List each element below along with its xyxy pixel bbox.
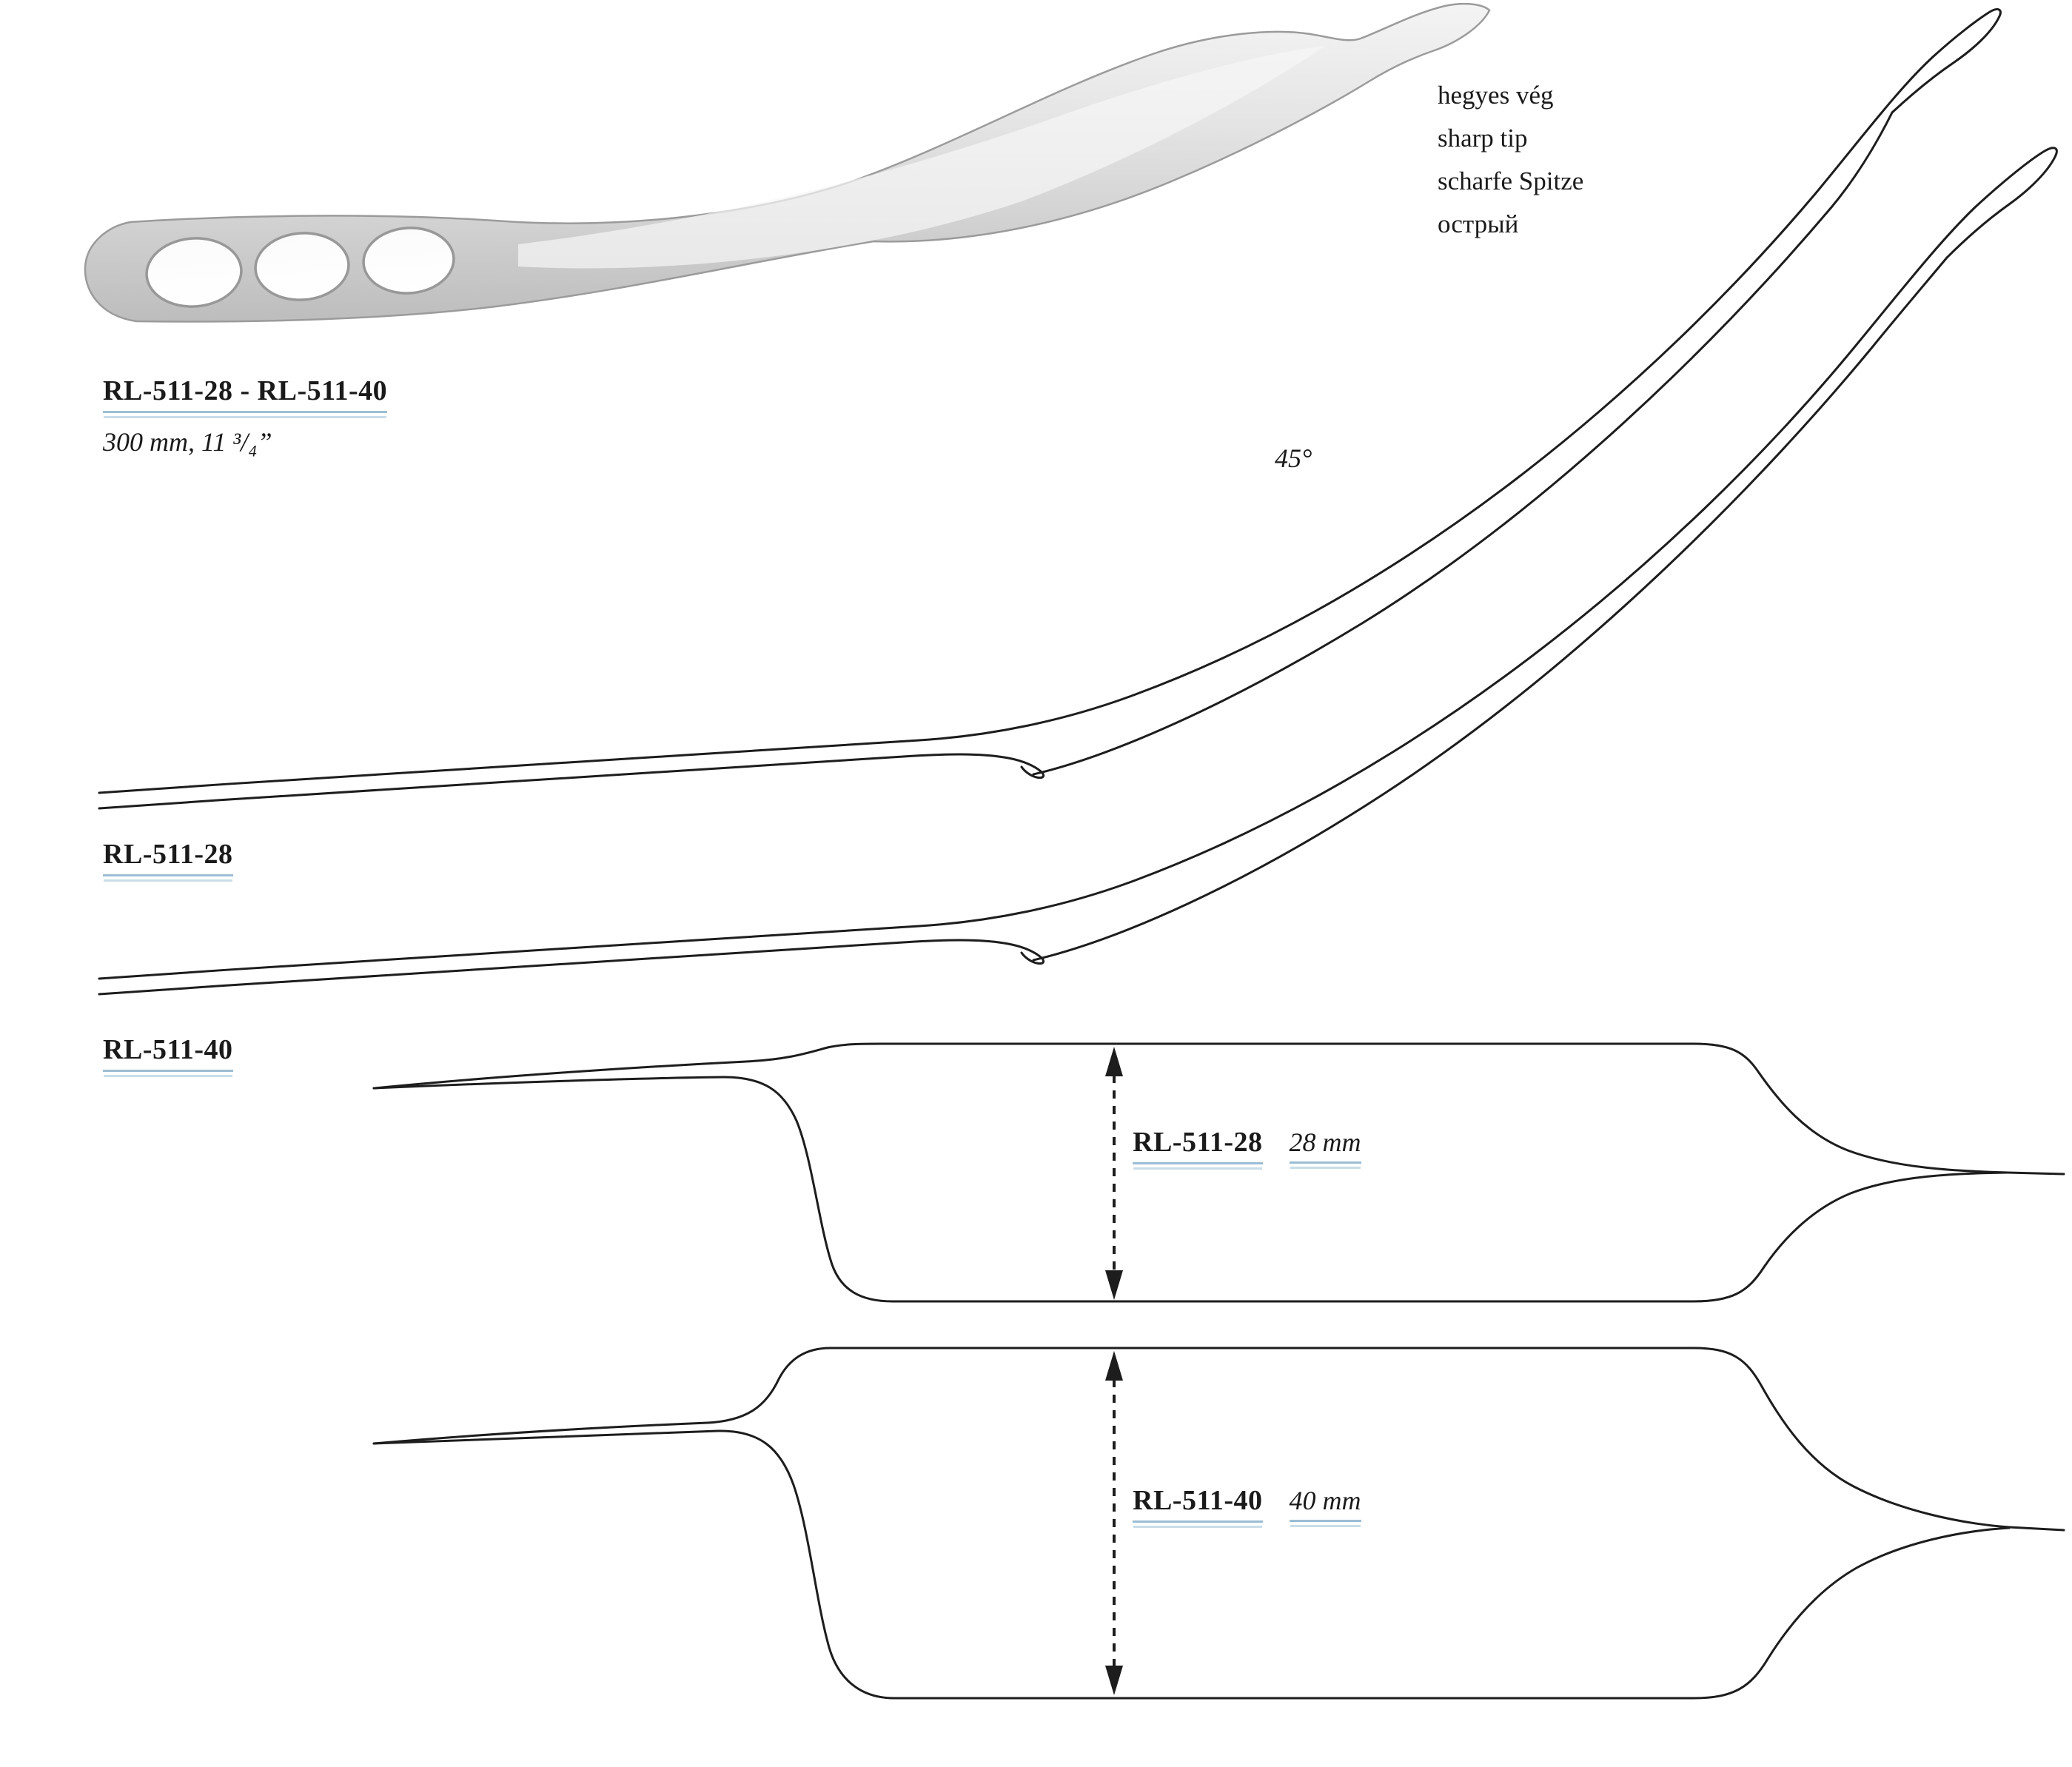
tip-note-line-hu: hegyes vég [1438,81,1554,110]
top-view-28-lower-edge [372,1076,2009,1303]
side-view-28-label-block: RL-511-28 [103,838,233,882]
side-view-28-upper-edge [98,8,2002,794]
side-view-40-lower-edge [98,939,1045,996]
side-view-40-blade-edge [1032,256,1948,962]
top-view-40-code: RL-511-40 [1133,1484,1263,1528]
handle-hole-1 [145,237,243,308]
top-view-28-drawing [372,1042,2065,1303]
product-code-range: RL-511-28 - RL-511-40 [103,375,388,418]
side-view-28-lower-edge [98,753,1045,810]
top-view-40-lower-edge [372,1429,2011,1700]
top-view-40-label-block: RL-511-40 40 mm [1133,1469,1361,1528]
top-view-28-label-block: RL-511-28 28 mm [1133,1110,1361,1170]
tip-note-line-de: scharfe Spitze [1438,167,1584,195]
side-view-40-drawing [98,147,2058,996]
side-view-40-upper-edge [98,147,2058,980]
dimension-arrow-28-head-up [1105,1047,1123,1076]
top-view-28-width: 28 mm [1289,1127,1361,1169]
dimension-arrow-40-head-up [1105,1351,1123,1381]
side-view-28-blade-edge [1032,111,1894,776]
header-block: RL-511-28 - RL-511-40 300 mm, 11 ³/₄” [103,375,388,457]
top-view-28-upper-edge [372,1042,2065,1176]
side-view-40-label-block: RL-511-40 [103,1033,233,1077]
side-view-28-drawing [98,8,2002,810]
dimension-arrow-40 [1105,1351,1123,1695]
handle-hole-3 [362,227,455,295]
side-view-40-code: RL-511-40 [103,1033,233,1077]
tip-note: hegyes vég sharp tip scharfe Spitze остр… [1438,74,1583,246]
handle-hole-2 [254,232,350,301]
dimension-arrow-28-head-down [1105,1270,1123,1300]
product-length: 300 mm, 11 ³/₄” [103,427,272,457]
instrument-photo [84,2,1491,323]
side-view-28-code: RL-511-28 [103,838,233,882]
dimension-arrow-40-head-down [1105,1666,1123,1695]
top-view-28-code: RL-511-28 [1133,1126,1263,1170]
tip-note-line-ru: острый [1438,209,1519,238]
top-view-40-upper-edge [372,1347,2065,1532]
instrument-photo-sheen [518,46,1325,269]
angle-label: 45° [1275,443,1312,473]
top-view-40-width: 40 mm [1289,1485,1361,1527]
top-view-40-drawing [372,1347,2065,1700]
tip-note-line-en: sharp tip [1438,124,1528,152]
dimension-arrow-28 [1105,1047,1123,1300]
